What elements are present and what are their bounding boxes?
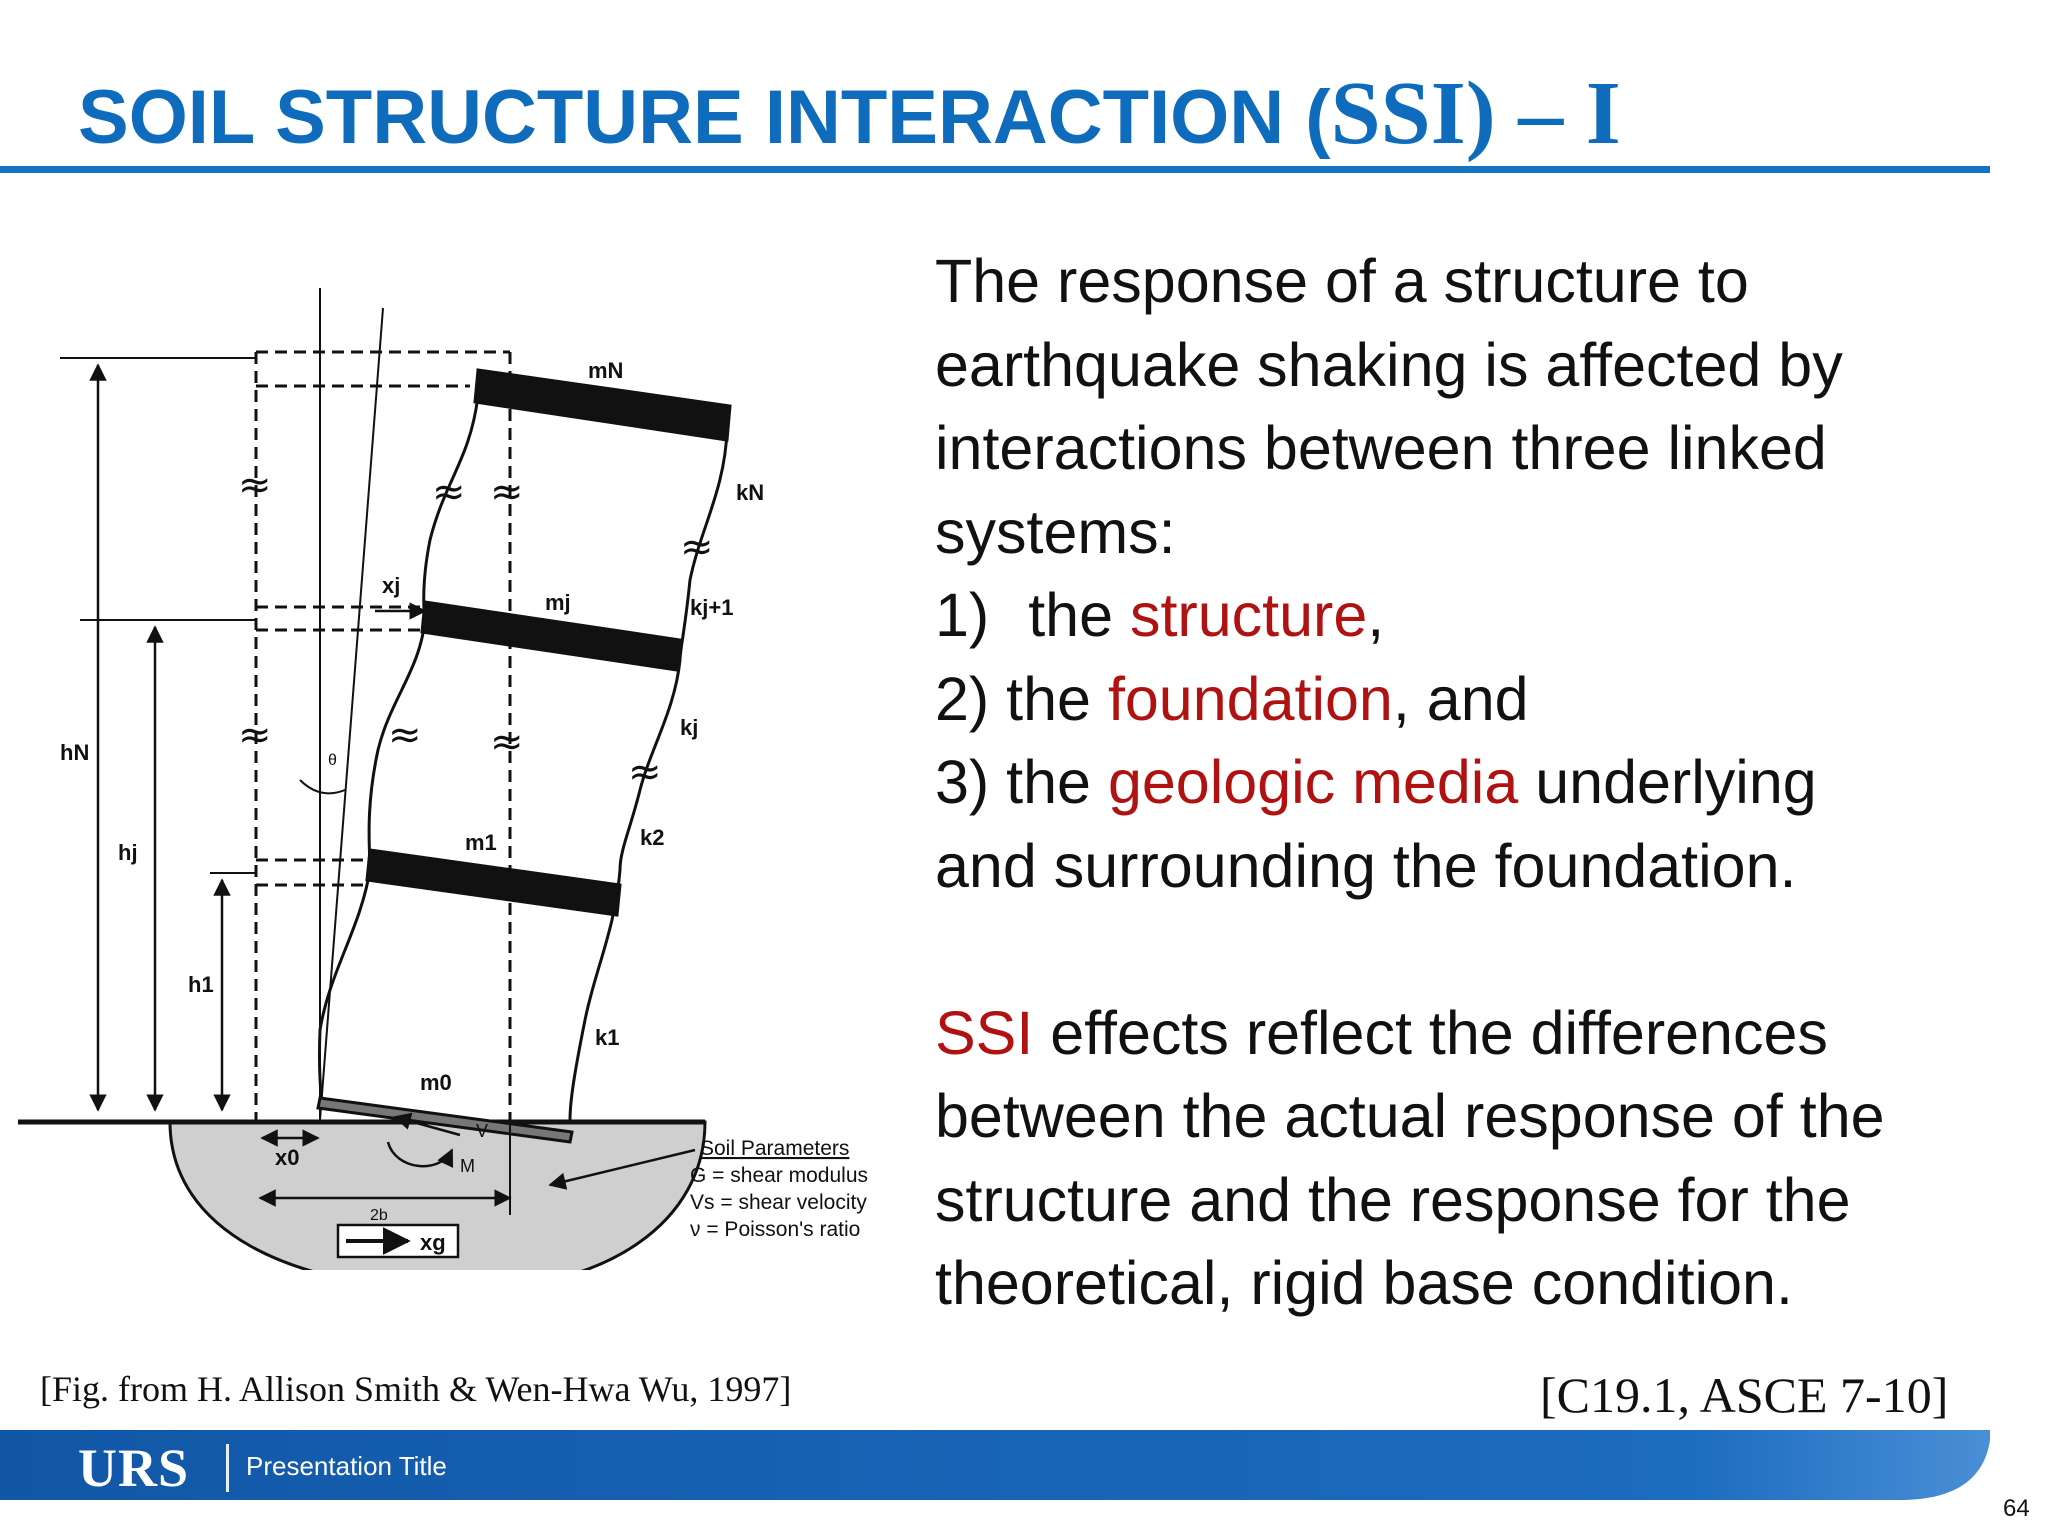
label-mN: mN xyxy=(588,358,623,383)
label-theta: θ xyxy=(328,752,337,769)
page-number: 64 xyxy=(2003,1495,2030,1522)
body-line: between the actual response of the xyxy=(935,1082,1885,1150)
list-text: 3) the xyxy=(935,748,1108,816)
source-citation: [C19.1, ASCE 7-10] xyxy=(1540,1367,1949,1423)
label-k1: k1 xyxy=(595,1025,619,1050)
label-kN: kN xyxy=(736,480,764,505)
soil-param-nu: ν = Poisson's ratio xyxy=(690,1218,860,1241)
label-mj: mj xyxy=(545,590,571,615)
list-text: 2) the xyxy=(935,664,1108,733)
body-line: interactions between three linked xyxy=(935,414,1827,482)
label-hj: hj xyxy=(118,840,138,865)
soil-params-heading: Soil Parameters xyxy=(700,1137,849,1160)
break-symbol: ≈ xyxy=(490,469,524,515)
label-m1: m1 xyxy=(465,830,497,855)
soil-param-g: G = shear modulus xyxy=(690,1164,868,1187)
break-symbol: ≈ xyxy=(680,524,714,570)
body-line: theoretical, rigid base condition. xyxy=(935,1249,1793,1317)
list-text: underlying xyxy=(1518,748,1817,816)
label-xg: xg xyxy=(420,1230,446,1255)
undeformed-frame xyxy=(254,350,512,1122)
label-h1: h1 xyxy=(188,972,214,997)
break-symbol: ≈ xyxy=(238,462,272,508)
rotation-line-b xyxy=(319,307,384,1121)
label-xj: xj xyxy=(382,573,400,598)
slide-title: SOIL STRUCTURE INTERACTION (SSI) – I xyxy=(78,62,1621,165)
list-number: 1) xyxy=(935,581,990,649)
body-text-span: effects reflect the differences xyxy=(1033,998,1828,1067)
list-item-3: 3) the geologic media underlying xyxy=(935,741,2025,825)
slab-mj xyxy=(420,600,682,672)
slab-mN xyxy=(473,368,732,442)
break-symbol: ≈ xyxy=(432,469,466,515)
label-x0: x0 xyxy=(275,1145,299,1170)
soil-param-leader xyxy=(548,1148,696,1190)
title-divider xyxy=(0,166,1990,173)
v-arrow xyxy=(393,1112,461,1137)
break-symbol: ≈ xyxy=(238,712,272,758)
list-text: the xyxy=(1028,581,1130,649)
slab-m0 xyxy=(316,1096,574,1144)
footer-divider xyxy=(226,1444,229,1492)
list-item-2: 2) the foundation, and xyxy=(935,658,2025,742)
break-symbol: ≈ xyxy=(388,712,422,758)
label-kj1: kj+1 xyxy=(690,595,733,620)
footer-band xyxy=(0,1430,1990,1500)
body-line: systems: xyxy=(935,497,1176,566)
label-v: V xyxy=(476,1121,488,1141)
title-main: SOIL STRUCTURE INTERACTION ( xyxy=(78,75,1331,160)
paragraph-gap xyxy=(935,908,2025,992)
label-hN: hN xyxy=(60,740,89,765)
highlight-foundation: foundation xyxy=(1107,664,1393,733)
highlight-ssi: SSI xyxy=(935,998,1034,1067)
soil-param-vs: Vs = shear velocity xyxy=(690,1191,867,1214)
label-2b: 2b xyxy=(370,1207,388,1224)
label-m: M xyxy=(460,1156,475,1176)
body-line: The response of a structure to xyxy=(935,247,1749,315)
label-m0: m0 xyxy=(420,1070,452,1095)
list-item-1: 1) the structure, xyxy=(935,574,2025,658)
ssi-diagram: ≈ ≈ ≈ ≈ ≈ ≈ ≈ ≈ mN mj m1 m0 kN kj+1 kj k… xyxy=(18,288,868,1270)
list-text: , xyxy=(1367,581,1385,649)
break-symbol: ≈ xyxy=(490,719,524,765)
label-kj: kj xyxy=(680,715,698,740)
figure-citation: [Fig. from H. Allison Smith & Wen-Hwa Wu… xyxy=(40,1369,792,1409)
column-left xyxy=(317,395,480,1106)
body-line: earthquake shaking is affected by xyxy=(935,330,1843,399)
label-k2: k2 xyxy=(640,825,664,850)
list-text: , and xyxy=(1392,664,1529,733)
body-text: The response of a structure to earthquak… xyxy=(935,240,2025,1326)
column-right xyxy=(568,429,729,1121)
title-ssi: SSI) – I xyxy=(1330,64,1621,163)
ssi-line: SSI effects reflect the differences xyxy=(935,992,2025,1076)
slab-m1 xyxy=(365,848,622,917)
footer-presentation-title: Presentation Title xyxy=(246,1451,447,1481)
urs-logo: URS xyxy=(78,1438,190,1498)
body-line: structure and the response for the xyxy=(935,1165,1851,1234)
highlight-structure: structure xyxy=(1129,581,1368,649)
break-symbol: ≈ xyxy=(628,749,662,795)
theta-arc xyxy=(299,779,346,795)
highlight-geologic-media: geologic media xyxy=(1107,748,1519,816)
m-moment-arrow xyxy=(386,1141,454,1168)
body-line: and surrounding the foundation. xyxy=(935,831,1797,900)
